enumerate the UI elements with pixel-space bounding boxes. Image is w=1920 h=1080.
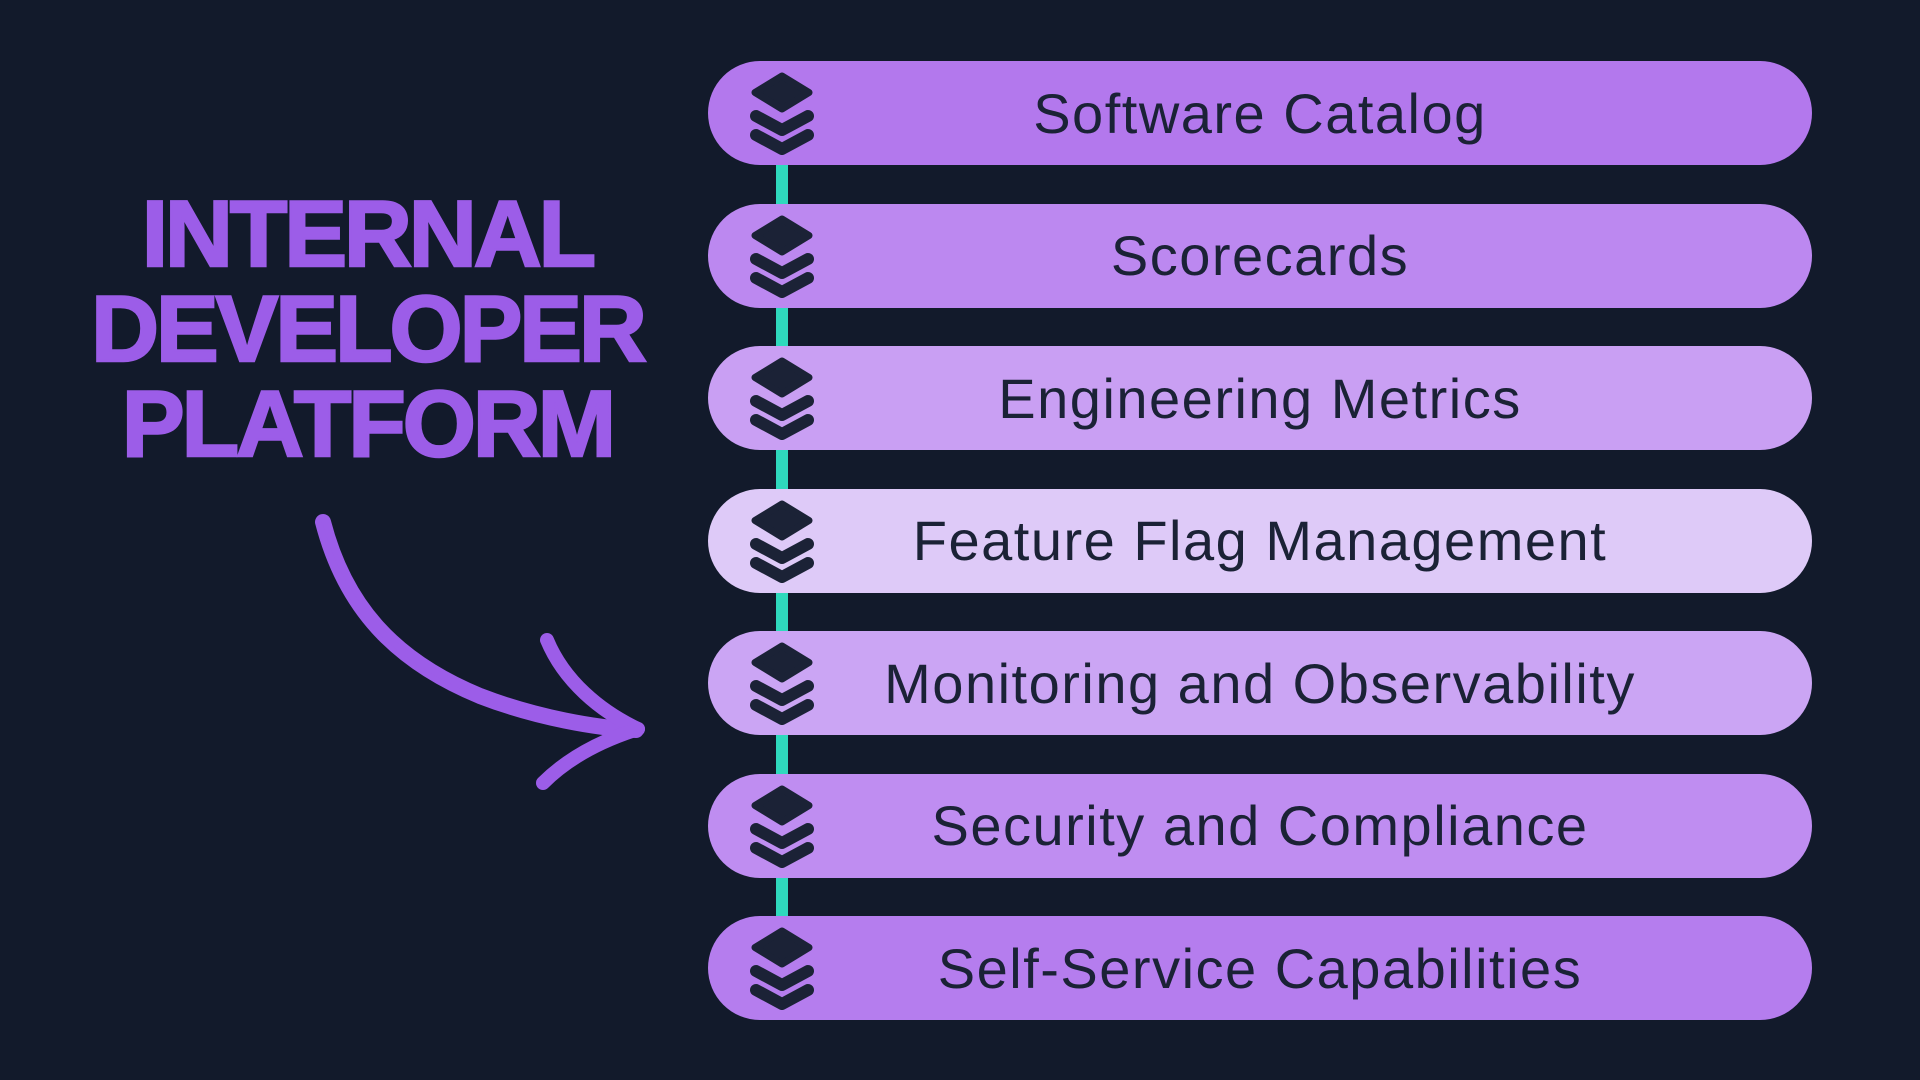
- list-item-label: Self-Service Capabilities: [937, 936, 1583, 1000]
- layers-icon: [750, 785, 814, 868]
- list-item-label: Scorecards: [1110, 224, 1410, 287]
- layers-icon: [750, 215, 814, 298]
- layers-icon: [750, 72, 814, 155]
- title-line-2: DEVELOPER: [90, 276, 648, 381]
- list-item-security-compliance: Security and Compliance: [708, 773, 1812, 878]
- list-item-scorecards: Scorecards: [708, 203, 1812, 308]
- list-item-engineering-metrics: Engineering Metrics: [708, 346, 1812, 450]
- title-line-1: INTERNAL: [141, 181, 598, 286]
- list-item-monitoring-observability: Monitoring and Observability: [708, 631, 1812, 735]
- list-item-software-catalog: Software Catalog: [708, 61, 1812, 165]
- page-title: INTERNAL DEVELOPER PLATFORM: [55, 181, 680, 476]
- list-item-label: Software Catalog: [1033, 81, 1487, 145]
- list-item-label: Security and Compliance: [931, 794, 1589, 857]
- layers-icon: [750, 927, 814, 1010]
- list-item-label: Monitoring and Observability: [884, 651, 1636, 715]
- list-item-self-service-capabilities: Self-Service Capabilities: [708, 916, 1812, 1020]
- curved-arrow-icon: [315, 514, 645, 790]
- feature-list: Software Catalog Scorecards Engineering …: [708, 61, 1812, 1020]
- layers-icon: [750, 642, 814, 725]
- layers-icon: [750, 357, 814, 440]
- title-line-3: PLATFORM: [121, 371, 618, 476]
- list-item-feature-flag-management: Feature Flag Management: [708, 488, 1812, 593]
- list-item-label: Engineering Metrics: [998, 366, 1522, 430]
- layers-icon: [750, 500, 814, 583]
- list-item-label: Feature Flag Management: [912, 509, 1608, 572]
